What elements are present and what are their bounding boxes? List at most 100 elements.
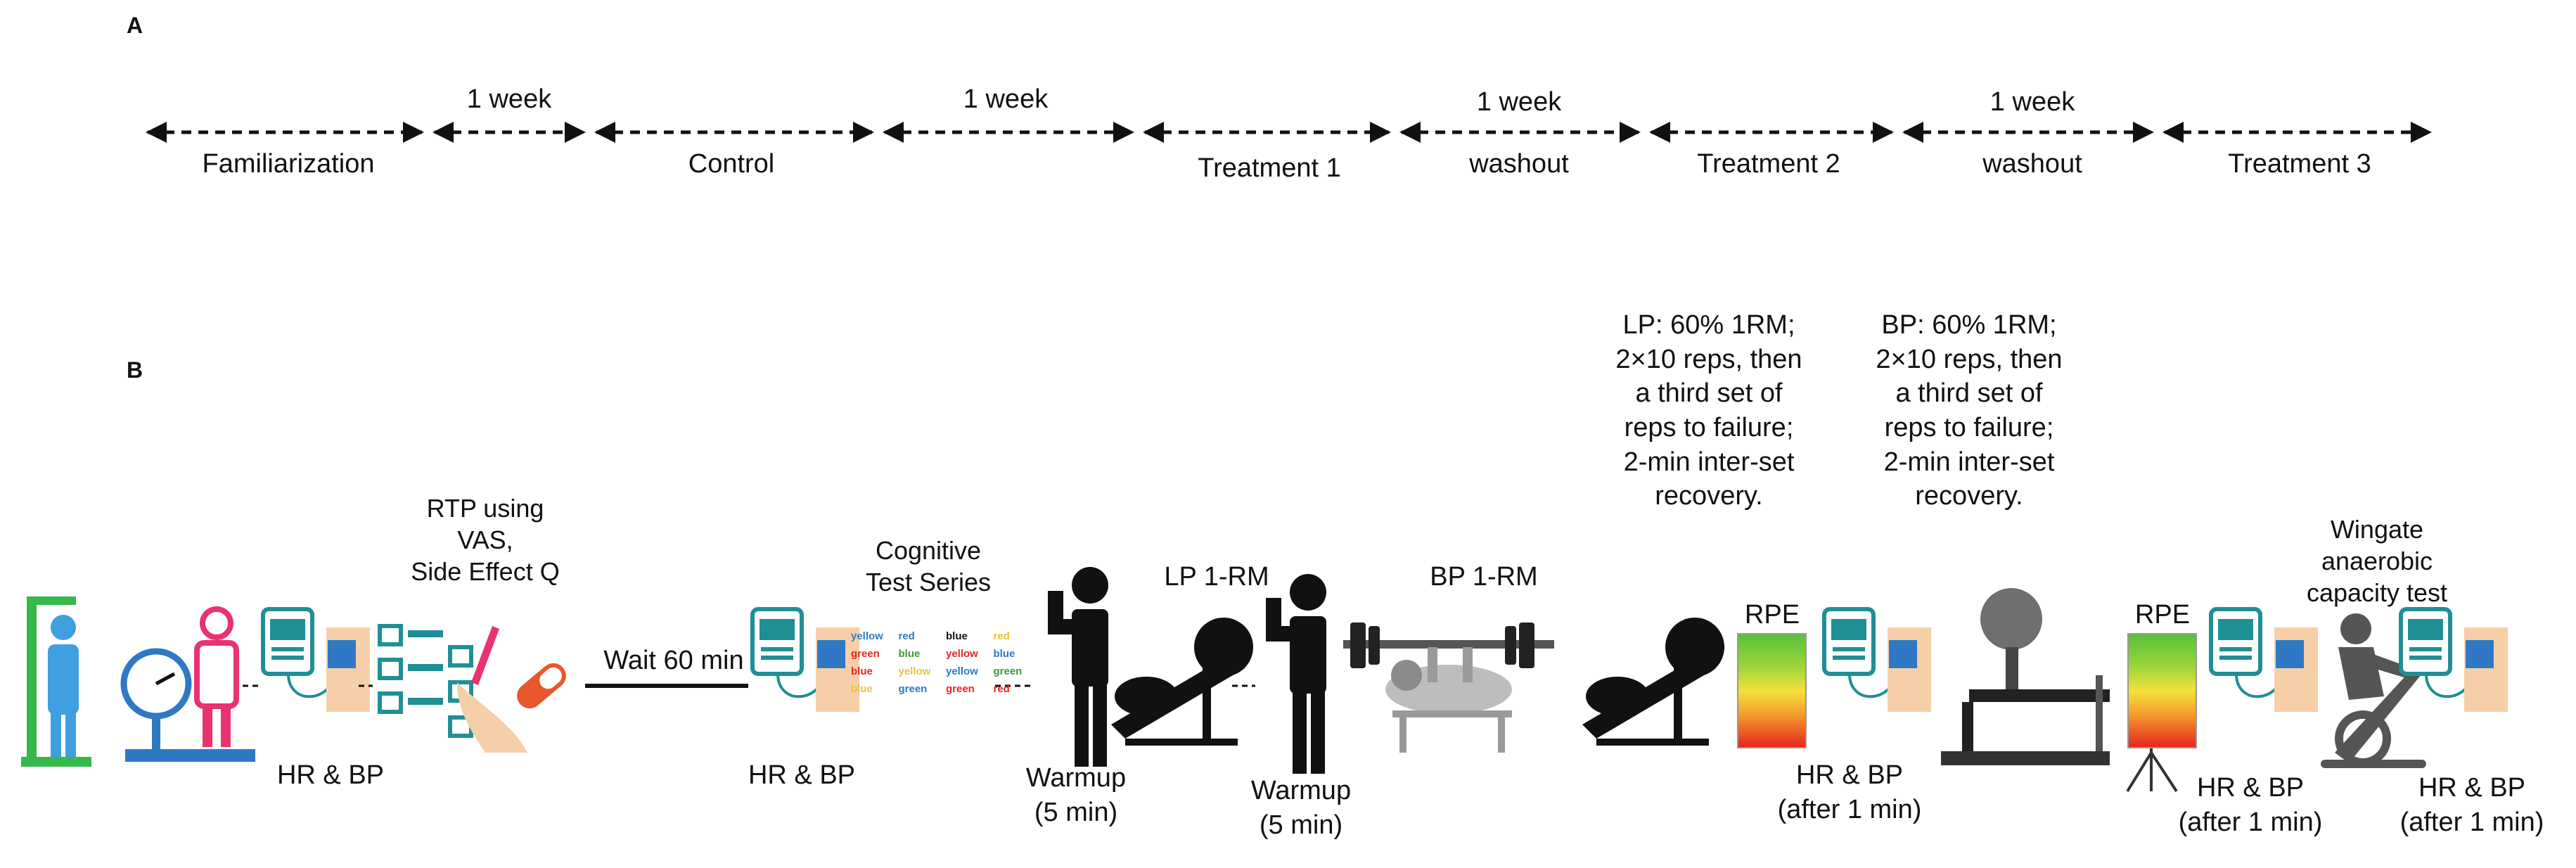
warmup-person-icon [1048, 567, 1108, 767]
bench-press-icon [1343, 623, 1554, 753]
hrbp-label-2: HR & BP [748, 760, 856, 790]
wingate-line2: anaerobic [2321, 547, 2433, 575]
stroop-word: green [946, 683, 975, 695]
hrbp-after-line: (after 1 min) [1777, 794, 1922, 824]
rpe-scale-icon [2127, 633, 2197, 748]
warmup-line2: (5 min) [1034, 797, 1118, 827]
hrbp-after-label-3: HR & BP (after 1 min) [2377, 771, 2567, 839]
bp-protocol-text: BP: 60% 1RM; 2×10 reps, then a third set… [1843, 308, 2096, 513]
hrbp-after-label-2: HR & BP (after 1 min) [2152, 771, 2349, 839]
bp-monitor-icon [2209, 607, 2318, 712]
hrbp-after-line: (after 1 min) [2399, 807, 2544, 837]
rpe-scale-icon [1737, 633, 1807, 748]
exercise-bike-icon [2321, 613, 2428, 768]
pencil-icon [471, 626, 499, 685]
bp-protocol-line: reps to failure; [1884, 412, 2054, 442]
hrbp-line: HR & BP [2196, 773, 2305, 803]
label-week-2: 1 week [963, 84, 1049, 114]
hrbp-after-line: (after 1 min) [2178, 807, 2323, 837]
wait-line [585, 684, 748, 688]
stroop-word: green [993, 665, 1023, 677]
rpe-label-2: RPE [2134, 600, 2191, 630]
lp-protocol-line: 2×10 reps, then [1615, 344, 1802, 374]
stroop-word: green [898, 683, 928, 695]
leg-press-icon [1111, 618, 1253, 746]
hrbp-label-1: HR & BP [276, 760, 385, 790]
stroop-word: yellow [898, 665, 931, 677]
hrbp-line: HR & BP [2418, 773, 2526, 803]
stroop-word: red [993, 683, 1010, 695]
lp-protocol-line: LP: 60% 1RM; [1622, 310, 1795, 340]
stroop-word: red [993, 630, 1010, 642]
stroop-grid: yellow red blue red green blue yellow bl… [851, 630, 1041, 695]
warmup-line1: Warmup [1025, 763, 1127, 793]
warmup-line2: (5 min) [1259, 810, 1343, 840]
bp-protocol-line: 2×10 reps, then [1876, 344, 2063, 374]
person-pink-icon [194, 606, 239, 747]
wingate-line1: Wingate [2330, 515, 2424, 544]
stroop-word: yellow [946, 648, 978, 660]
label-familiarization: Familiarization [202, 149, 375, 179]
label-washout-2: washout [1982, 149, 2082, 179]
stroop-word: yellow [851, 630, 883, 642]
pill-icon [517, 663, 566, 709]
panel-a-letter: A [127, 13, 143, 38]
stroop-word: red [898, 630, 915, 642]
stroop-word: blue [851, 665, 873, 677]
wait-label: Wait 60 min [603, 646, 744, 675]
hrbp-after-label-1: HR & BP (after 1 min) [1751, 758, 1948, 826]
lp-protocol-text: LP: 60% 1RM; 2×10 reps, then a third set… [1582, 308, 1835, 513]
label-week-3: 1 week [1476, 87, 1562, 117]
leg-press-icon [1582, 618, 1724, 746]
warmup-line1: Warmup [1250, 776, 1352, 805]
label-week-1: 1 week [466, 84, 552, 114]
wingate-line3: capacity test [2306, 578, 2448, 607]
stroop-word: yellow [946, 665, 978, 677]
label-washout-1: washout [1469, 149, 1569, 179]
bp-1rm-label: BP 1-RM [1430, 562, 1538, 592]
bp-protocol-line: recovery. [1915, 481, 2023, 511]
rtp-label: RTP using VAS, Side Effect Q [380, 492, 591, 587]
stroop-word: blue [993, 648, 1015, 660]
label-week-4: 1 week [1989, 87, 2075, 117]
label-control: Control [688, 149, 775, 179]
weight-scale-icon [120, 606, 255, 762]
bp-monitor-icon [2399, 607, 2508, 712]
rpe-label-1: RPE [1744, 600, 1800, 630]
cognitive-label: Cognitive Test Series [854, 535, 1002, 598]
bp-monitor-icon [750, 607, 859, 712]
stadiometer-icon [21, 596, 91, 767]
bp-protocol-line: BP: 60% 1RM; [1881, 310, 2057, 340]
hrbp-line: HR & BP [1795, 760, 1904, 790]
cognitive-line1: Cognitive [875, 536, 982, 565]
stroop-word: blue [946, 630, 968, 642]
warmup-label-2: Warmup (5 min) [1238, 774, 1364, 842]
lp-protocol-line: recovery. [1655, 481, 1763, 511]
label-treatment-2: Treatment 2 [1697, 149, 1840, 179]
lp-protocol-line: reps to failure; [1624, 412, 1794, 442]
stroop-word: blue [851, 683, 873, 695]
warmup-person-icon [1266, 574, 1326, 774]
bp-monitor-icon [1822, 607, 1931, 712]
rtp-line2: VAS, [457, 525, 513, 554]
bp-monitor-icon [261, 607, 370, 712]
lp-protocol-line: a third set of [1635, 378, 1783, 409]
rtp-line3: Side Effect Q [411, 557, 560, 586]
stroop-word: blue [898, 648, 921, 660]
label-treatment-3: Treatment 3 [2228, 149, 2371, 179]
wingate-label: Wingate anaerobic capacity test [2279, 513, 2475, 608]
label-treatment-1: Treatment 1 [1198, 153, 1341, 183]
questionnaire-icon [378, 624, 566, 753]
warmup-label-1: Warmup (5 min) [1013, 761, 1139, 829]
cognitive-line2: Test Series [865, 568, 992, 596]
bench-press-photo-icon [1941, 584, 2138, 774]
rtp-line1: RTP using [426, 494, 544, 523]
lp-1rm-label: LP 1-RM [1164, 562, 1269, 592]
bp-protocol-line: a third set of [1895, 378, 2043, 409]
timeline-arrows [146, 122, 2432, 143]
panel-b-letter: B [127, 357, 143, 383]
lp-protocol-line: 2-min inter-set [1623, 447, 1795, 477]
bp-protocol-line: 2-min inter-set [1883, 447, 2055, 477]
stroop-word: green [851, 648, 880, 660]
